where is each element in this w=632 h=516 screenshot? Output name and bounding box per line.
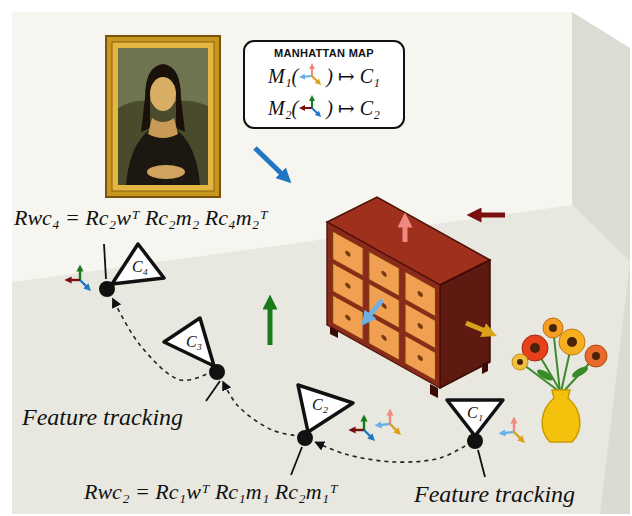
dresser-part (327, 222, 440, 388)
axis-icon (299, 95, 325, 121)
painting-part (118, 48, 208, 185)
step-label: Feature tracking (414, 481, 575, 509)
map-formula: ) ↦ C₁ (326, 64, 380, 88)
dresser-part-part (381, 270, 386, 278)
room (12, 12, 630, 514)
map-formula-row: M₁( ) ↦ C₁ (255, 60, 393, 92)
leader-lines-part (291, 447, 302, 475)
step-label: Feature tracking (22, 404, 183, 432)
flower-vase-part (570, 364, 589, 379)
camera-name: C₃ (186, 334, 202, 350)
dresser-part-part (345, 250, 350, 258)
camera-node: C₄ (104, 240, 166, 289)
direction-arrows-part (466, 323, 490, 333)
map-heading-row: MANHATTAN MAP (255, 47, 393, 60)
camera-axes-part (378, 412, 398, 432)
dresser-part-part (405, 335, 436, 380)
leader-lines-part (206, 381, 220, 401)
dresser-part-part (418, 322, 423, 330)
camera-center (209, 364, 225, 380)
camera-name: C₁ (467, 405, 483, 421)
painting (106, 36, 220, 197)
camera-axes-part (502, 420, 522, 440)
map-formula: M₁( (268, 65, 298, 88)
tracking-path (223, 381, 295, 435)
pose-equation: Rwc₄ = Rc₂wᵀ Rc₂m₂ Rc₄m₂ᵀ (14, 205, 268, 230)
map-title: MANHATTAN MAP (255, 47, 393, 60)
room-part (600, 262, 630, 514)
room-part (12, 205, 630, 514)
direction-arrows (255, 148, 505, 345)
camera-node: C₁ (445, 398, 505, 441)
dresser-part-part (333, 295, 364, 340)
camera-frustum (298, 385, 353, 432)
map-formula: ) ↦ C₂ (326, 96, 380, 120)
painting-part (118, 101, 208, 185)
dresser-part-part (327, 222, 440, 388)
camera-name: C₂ (312, 397, 328, 413)
camera-name: C₄ (132, 259, 148, 275)
flower-vase-part (559, 329, 585, 355)
flower-vase-part (585, 345, 607, 367)
dresser-part-part (369, 315, 400, 360)
direction-arrows-part (474, 213, 505, 218)
leader-lines-part (104, 244, 106, 279)
flower-vase-part (592, 352, 600, 360)
map-formula: M₂( (268, 97, 298, 120)
camera-axes-part (352, 418, 372, 438)
flower-vase-part (517, 359, 523, 365)
flower-vase-part (549, 324, 557, 332)
leader-lines-part (478, 450, 485, 477)
direction-arrows-part (403, 220, 408, 242)
camera-center (297, 430, 313, 446)
direction-arrows-part (366, 300, 382, 320)
flower-vase-part (535, 367, 554, 382)
direction-arrows-part (268, 302, 273, 345)
camera-node: C₂ (296, 381, 356, 438)
flower-vase-part (542, 390, 580, 442)
axis-icon (302, 66, 319, 83)
painting-part (150, 77, 176, 111)
flower-vase-part (543, 318, 563, 338)
camera-frustum (164, 318, 214, 366)
dresser-part-part (418, 354, 423, 362)
camera-center (99, 281, 115, 297)
camera-frustum (447, 400, 503, 436)
painting-part (112, 42, 214, 191)
leader-lines (104, 244, 485, 477)
camera-center (467, 433, 483, 449)
dresser-part-part (381, 334, 386, 342)
direction-arrows-part (255, 148, 286, 178)
painting-part (141, 64, 185, 132)
camera-node: C₃ (160, 316, 222, 372)
map-box: MANHATTAN MAP M₁( ) ↦ C₁ M₂( ) ↦ C₂ (243, 40, 405, 129)
dresser-part (482, 361, 488, 374)
tracking-path (315, 442, 465, 462)
flower-vase-part (530, 343, 540, 353)
dresser (327, 197, 490, 398)
axis-icon (302, 98, 319, 115)
painting-part (106, 36, 220, 197)
pose-equation: Rwc₂ = Rc₁wᵀ Rc₁m₁ Rc₂m₁ᵀ (84, 479, 338, 504)
flower-vase-part (567, 337, 577, 347)
painting-part (118, 48, 208, 110)
dresser-part (440, 260, 490, 388)
camera-axes-part (68, 268, 88, 288)
painting-part (147, 165, 185, 179)
dresser-part-part (345, 282, 350, 290)
axis-icon (299, 63, 325, 89)
map-formula-row: M₂( ) ↦ C₂ (255, 92, 393, 124)
tracking-path (113, 298, 207, 380)
flower-vase-part (512, 354, 528, 370)
flower-vase (512, 318, 607, 442)
camera-frustum (112, 244, 164, 284)
dresser-part-part (418, 290, 423, 298)
painting-part (148, 118, 178, 138)
dresser-part-part (345, 314, 350, 322)
